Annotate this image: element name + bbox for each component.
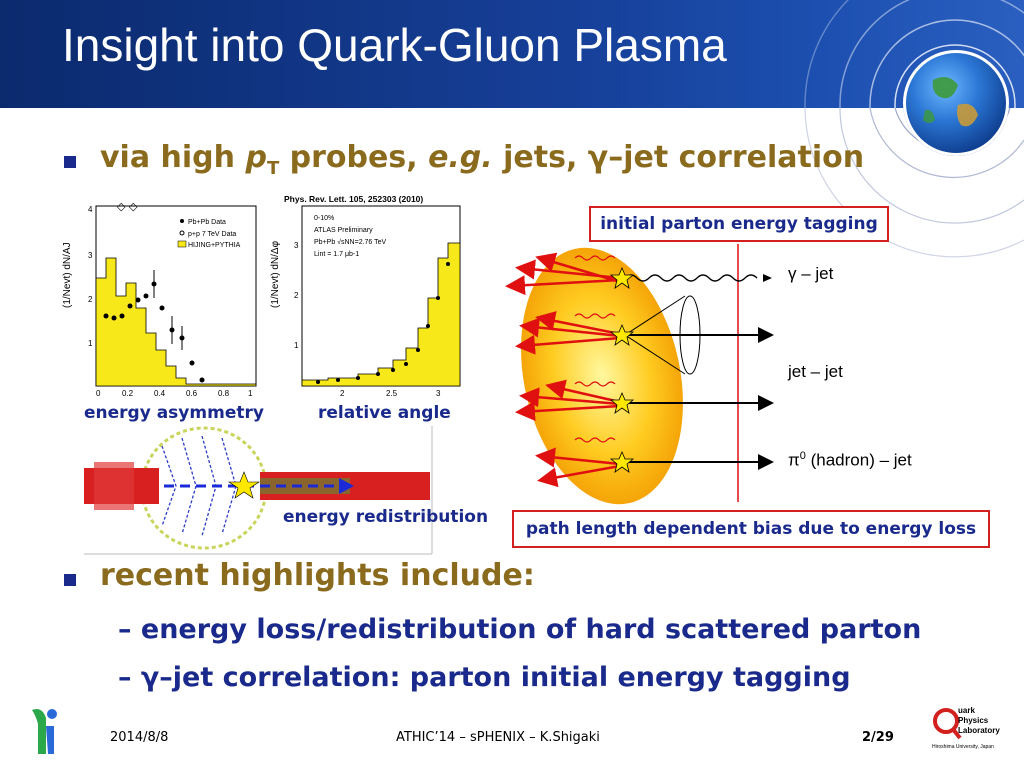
- left-xtick: 0.6: [186, 389, 198, 398]
- right-xtick: 2: [340, 389, 345, 398]
- qpl-logo-text: uark: [958, 706, 975, 715]
- jet-jet-label: jet – jet: [788, 362, 843, 381]
- footer-date: 2014/8/8: [110, 730, 169, 745]
- title-bar: Insight into Quark-Gluon Plasma: [0, 0, 1024, 108]
- bullet-square: [64, 574, 76, 586]
- left-ytick: 1: [88, 339, 93, 348]
- qpl-logo-text: Laboratory: [958, 726, 1000, 735]
- qpl-logo: uark Physics Laboratory Hiroshima Univer…: [932, 704, 1012, 756]
- right-ytick: 1: [294, 341, 299, 350]
- pi0-hadron-jet-label: π0 (hadron) – jet: [788, 450, 912, 470]
- right-xtick: 3: [436, 389, 441, 398]
- left-plot-ylabel: (1/Nevt) dN/AJ: [62, 242, 73, 308]
- left-ytick: 3: [88, 251, 93, 260]
- right-ytick: 2: [294, 291, 299, 300]
- left-ytick: 2: [88, 295, 93, 304]
- left-legend-3: HIJING+PYTHIA: [188, 242, 241, 249]
- bullet-square: [64, 156, 76, 168]
- initial-parton-tagging-box: initial parton energy tagging: [589, 206, 889, 242]
- subbullet-gamma-jet: – γ–jet correlation: parton initial ener…: [118, 662, 851, 693]
- qpl-logo-subtext: Hiroshima University, Japan: [932, 744, 994, 750]
- svg-text:◇ ◇: ◇ ◇: [117, 200, 138, 213]
- energy-asymmetry-label: energy asymmetry: [84, 403, 264, 423]
- left-legend-1: Pb+Pb Data: [188, 219, 226, 226]
- qpl-logo-text: Physics: [958, 716, 989, 725]
- right-plot-ylabel: (1/Nevt) dN/Δφ: [270, 240, 281, 308]
- qpl-logo-icon: [933, 708, 962, 740]
- decor-rings: [804, 0, 1024, 108]
- subbullet-energy-loss: – energy loss/redistribution of hard sca…: [118, 614, 922, 645]
- energy-redistribution-label: energy redistribution: [283, 507, 489, 527]
- left-legend-2: p+p 7 TeV Data: [188, 231, 236, 238]
- right-plot-note: Pb+Pb √sNN=2.76 TeV: [314, 238, 387, 246]
- bullet-high-pt: via high pT probes, e.g. jets, γ–jet cor…: [100, 140, 865, 179]
- bullet-recent-highlights: recent highlights include:: [100, 558, 535, 593]
- right-plot-note: Lint = 1.7 μb-1: [314, 251, 359, 258]
- footer-title: ATHIC’14 – sPHENIX – K.Shigaki: [396, 730, 600, 745]
- energy-redistribution-display: [84, 426, 434, 556]
- right-plot-note: 0-10%: [314, 215, 334, 222]
- right-xtick: 2.5: [386, 389, 398, 398]
- plot-reference: Phys. Rev. Lett. 105, 252303 (2010): [284, 194, 423, 204]
- path-length-bias-box: path length dependent bias due to energy…: [512, 510, 990, 548]
- energy-asymmetry-plot: (1/Nevt) dN/AJ ◇ ◇ Pb+Pb Data p+p 7 TeV …: [62, 188, 262, 418]
- relative-angle-plot: Phys. Rev. Lett. 105, 252303 (2010) (1/N…: [268, 188, 464, 418]
- relative-angle-label: relative angle: [318, 403, 451, 423]
- left-ytick: 4: [88, 205, 93, 214]
- gamma-jet-label: γ – jet: [788, 264, 834, 283]
- left-xtick: 0.2: [122, 389, 134, 398]
- right-plot-note: ATLAS Preliminary: [314, 227, 373, 234]
- right-ytick: 3: [294, 241, 299, 250]
- left-logo-icon: [32, 709, 57, 754]
- globe-icon: [903, 50, 1009, 156]
- left-xtick: 0.8: [218, 389, 230, 398]
- left-xtick: 0.4: [154, 389, 166, 398]
- jet-diagram: [505, 244, 774, 505]
- slide-title: Insight into Quark-Gluon Plasma: [62, 19, 727, 71]
- footer-page-number: 2/29: [862, 730, 894, 745]
- left-xtick: 1: [248, 389, 253, 398]
- left-xtick: 0: [96, 389, 101, 398]
